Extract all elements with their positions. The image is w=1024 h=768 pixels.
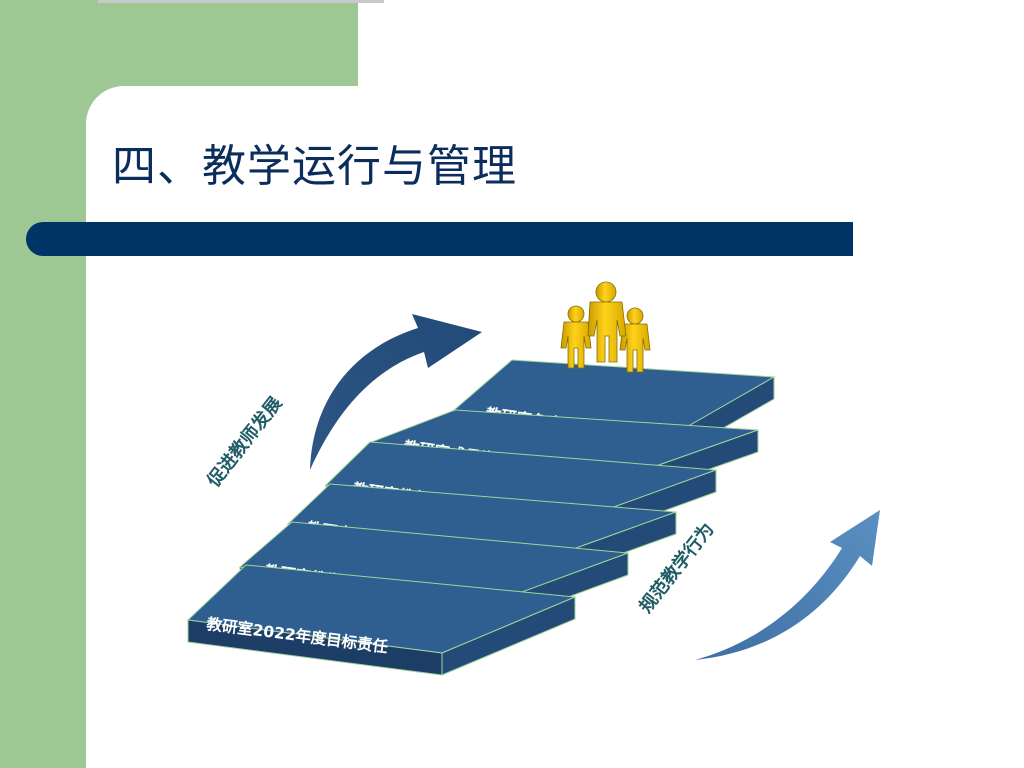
slide-title: 四、教学运行与管理 — [112, 141, 517, 192]
side-label-left: 促进教师发展 — [202, 392, 287, 492]
person-center-icon — [587, 281, 627, 363]
steps: 教研室负责人工作职责教研室成员岗位职责教研室教师进修培养方案教研室同行评教听评课… — [186, 359, 776, 676]
people-group-icon — [560, 281, 651, 373]
step-1: 教研室2022年度目标责任 — [186, 564, 576, 676]
curved-arrow-right-icon — [695, 510, 880, 660]
person-right-icon — [619, 307, 651, 373]
top-shadow-line — [98, 0, 384, 3]
person-left-icon — [560, 305, 592, 369]
curved-arrow-left-icon — [310, 314, 482, 470]
step-front-face — [187, 619, 443, 676]
title-underline-bar — [26, 222, 853, 256]
